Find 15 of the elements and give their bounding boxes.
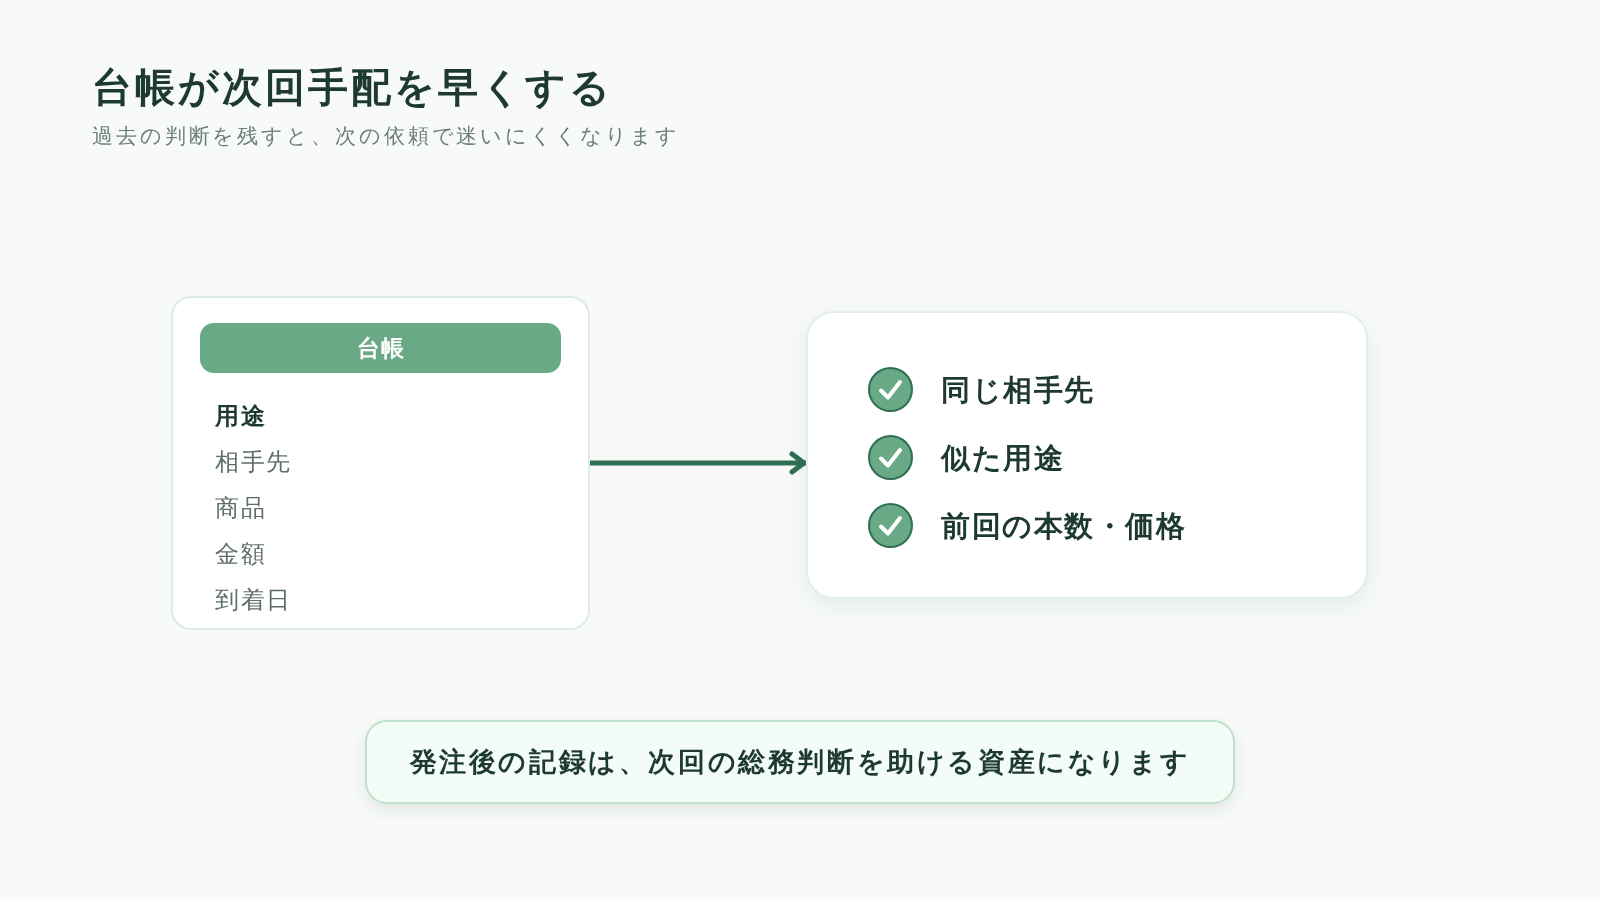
field-label: 到着日 bbox=[215, 585, 292, 615]
subtitle: 過去の判断を残すと、次の依頼で迷いにくくなります bbox=[92, 123, 680, 149]
field-label: 商品 bbox=[215, 493, 267, 523]
field-label: 相手先 bbox=[215, 447, 292, 477]
result-card bbox=[806, 311, 1368, 599]
title: 台帳が次回手配を早くする bbox=[92, 64, 614, 111]
arrow bbox=[590, 451, 807, 475]
benefit-text: 似た用途 bbox=[941, 440, 1064, 476]
ledger-card bbox=[171, 296, 590, 630]
field-label: 用途 bbox=[215, 401, 267, 431]
benefit-text: 前回の本数・価格 bbox=[941, 508, 1186, 544]
section-header: 台帳 bbox=[200, 323, 561, 373]
summary-note: 発注後の記録は、次回の総務判断を助ける資産になります bbox=[365, 720, 1235, 804]
benefit-text: 同じ相手先 bbox=[941, 372, 1095, 408]
field-label: 金額 bbox=[215, 539, 267, 569]
